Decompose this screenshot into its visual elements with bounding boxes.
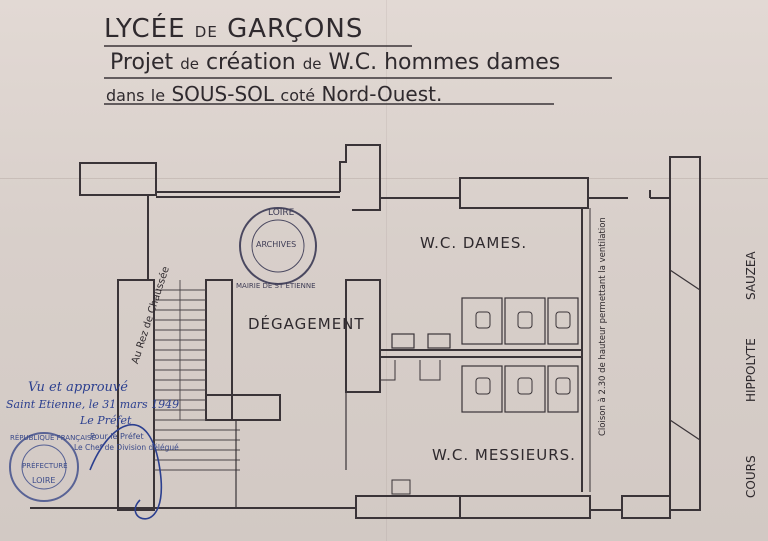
wall-block-bottom-1 bbox=[355, 495, 461, 519]
approval-line-1: Vu et approuvé bbox=[28, 380, 128, 395]
washbasin-1 bbox=[391, 333, 415, 349]
stair-treads bbox=[154, 280, 240, 471]
wc-messieurs-cubicle-2 bbox=[504, 365, 546, 413]
window-1 bbox=[669, 269, 701, 291]
approval-line-5: Le Chef de Division délégué bbox=[74, 443, 179, 452]
title-cote: coté bbox=[280, 86, 316, 105]
title-de: DE bbox=[194, 23, 218, 41]
toilet-3 bbox=[555, 311, 571, 329]
toilet-4 bbox=[475, 377, 491, 395]
wc-dames-cubicle-2 bbox=[504, 297, 546, 345]
approval-line-4: Pour le Préfet bbox=[90, 432, 144, 441]
stamp-prefecture-bottom: LOIRE bbox=[32, 476, 56, 485]
wall-central-pier bbox=[345, 279, 381, 393]
title-garcons: GARÇONS bbox=[227, 14, 364, 44]
stair-wall-right bbox=[205, 279, 233, 421]
wc-dames-cubicle-1 bbox=[461, 297, 503, 345]
stamp-prefecture-ring: RÉPUBLIQUE FRANÇAISE bbox=[10, 434, 96, 442]
stamp-mairie-top: LOIRE bbox=[268, 208, 295, 218]
title-le: le bbox=[150, 86, 166, 105]
wall-block-top-left bbox=[79, 162, 157, 196]
washbasin-2 bbox=[427, 333, 451, 349]
window-2 bbox=[669, 419, 701, 441]
prefecture-stamp bbox=[9, 432, 79, 502]
wall-block-top-right bbox=[459, 177, 589, 209]
wc-dames-cubicle-3 bbox=[547, 297, 579, 345]
approval-line-2: Saint Etienne, le 31 mars 1949 bbox=[6, 398, 180, 411]
title-de-2: de bbox=[180, 55, 199, 73]
toilet-5 bbox=[517, 377, 533, 395]
label-degagement: DÉGAGEMENT bbox=[248, 315, 365, 333]
chimney-block bbox=[339, 144, 381, 211]
label-partition-note: Cloison à 2.30 de hauteur permettant la … bbox=[598, 217, 608, 436]
floor-drain bbox=[391, 479, 411, 495]
title-sous-sol: SOUS-SOL bbox=[171, 82, 275, 106]
wc-messieurs-cubicle-1 bbox=[461, 365, 503, 413]
title-creation: création bbox=[205, 50, 296, 75]
label-street-cours: COURS bbox=[744, 455, 758, 498]
label-street-sauzea: SAUZEA bbox=[744, 251, 758, 300]
title-lycee: LYCÉE bbox=[104, 14, 186, 44]
corridor-detail-2 bbox=[419, 360, 441, 381]
stamp-mairie-middle: ARCHIVES bbox=[256, 240, 297, 249]
toilet-6 bbox=[555, 377, 571, 395]
label-wc-dames: W.C. DAMES. bbox=[420, 234, 528, 252]
paper-fold-vertical bbox=[386, 0, 387, 541]
title-line-1: LYCÉE DE GARÇONS bbox=[104, 14, 363, 44]
wall-block-bottom-3 bbox=[621, 495, 671, 519]
paper-fold-horizontal bbox=[0, 178, 768, 179]
label-street-hippolyte: HIPPOLYTE bbox=[744, 338, 758, 402]
label-wc-messieurs: W.C. MESSIEURS. bbox=[432, 446, 576, 464]
stair-landing bbox=[205, 394, 281, 421]
toilet-1 bbox=[475, 311, 491, 329]
mairie-archives-stamp bbox=[239, 207, 317, 285]
corridor-detail-1 bbox=[379, 357, 396, 381]
wall-exterior-right bbox=[669, 156, 701, 511]
title-de-3: de bbox=[302, 55, 322, 73]
stamp-mairie-ring: MAIRIE DE ST ETIENNE bbox=[236, 282, 316, 290]
title-line-2: Projet de création de W.C. hommes dames bbox=[110, 50, 560, 75]
title-projet: Projet bbox=[110, 50, 174, 75]
signature bbox=[89, 424, 163, 520]
toilet-2 bbox=[517, 311, 533, 329]
title-dans: dans bbox=[106, 86, 145, 105]
stair-wall-left bbox=[117, 279, 155, 511]
stamp-prefecture-mid: PRÉFECTURE bbox=[22, 462, 68, 470]
approval-line-3: Le Préfet bbox=[80, 414, 132, 427]
title-nord-ouest: Nord-Ouest. bbox=[321, 82, 443, 106]
title-wc-hommes-dames: W.C. hommes dames bbox=[328, 50, 561, 75]
wc-messieurs-cubicle-3 bbox=[547, 365, 579, 413]
wall-block-bottom-2 bbox=[459, 495, 591, 519]
title-line-3: dans le SOUS-SOL coté Nord-Ouest. bbox=[106, 82, 442, 106]
